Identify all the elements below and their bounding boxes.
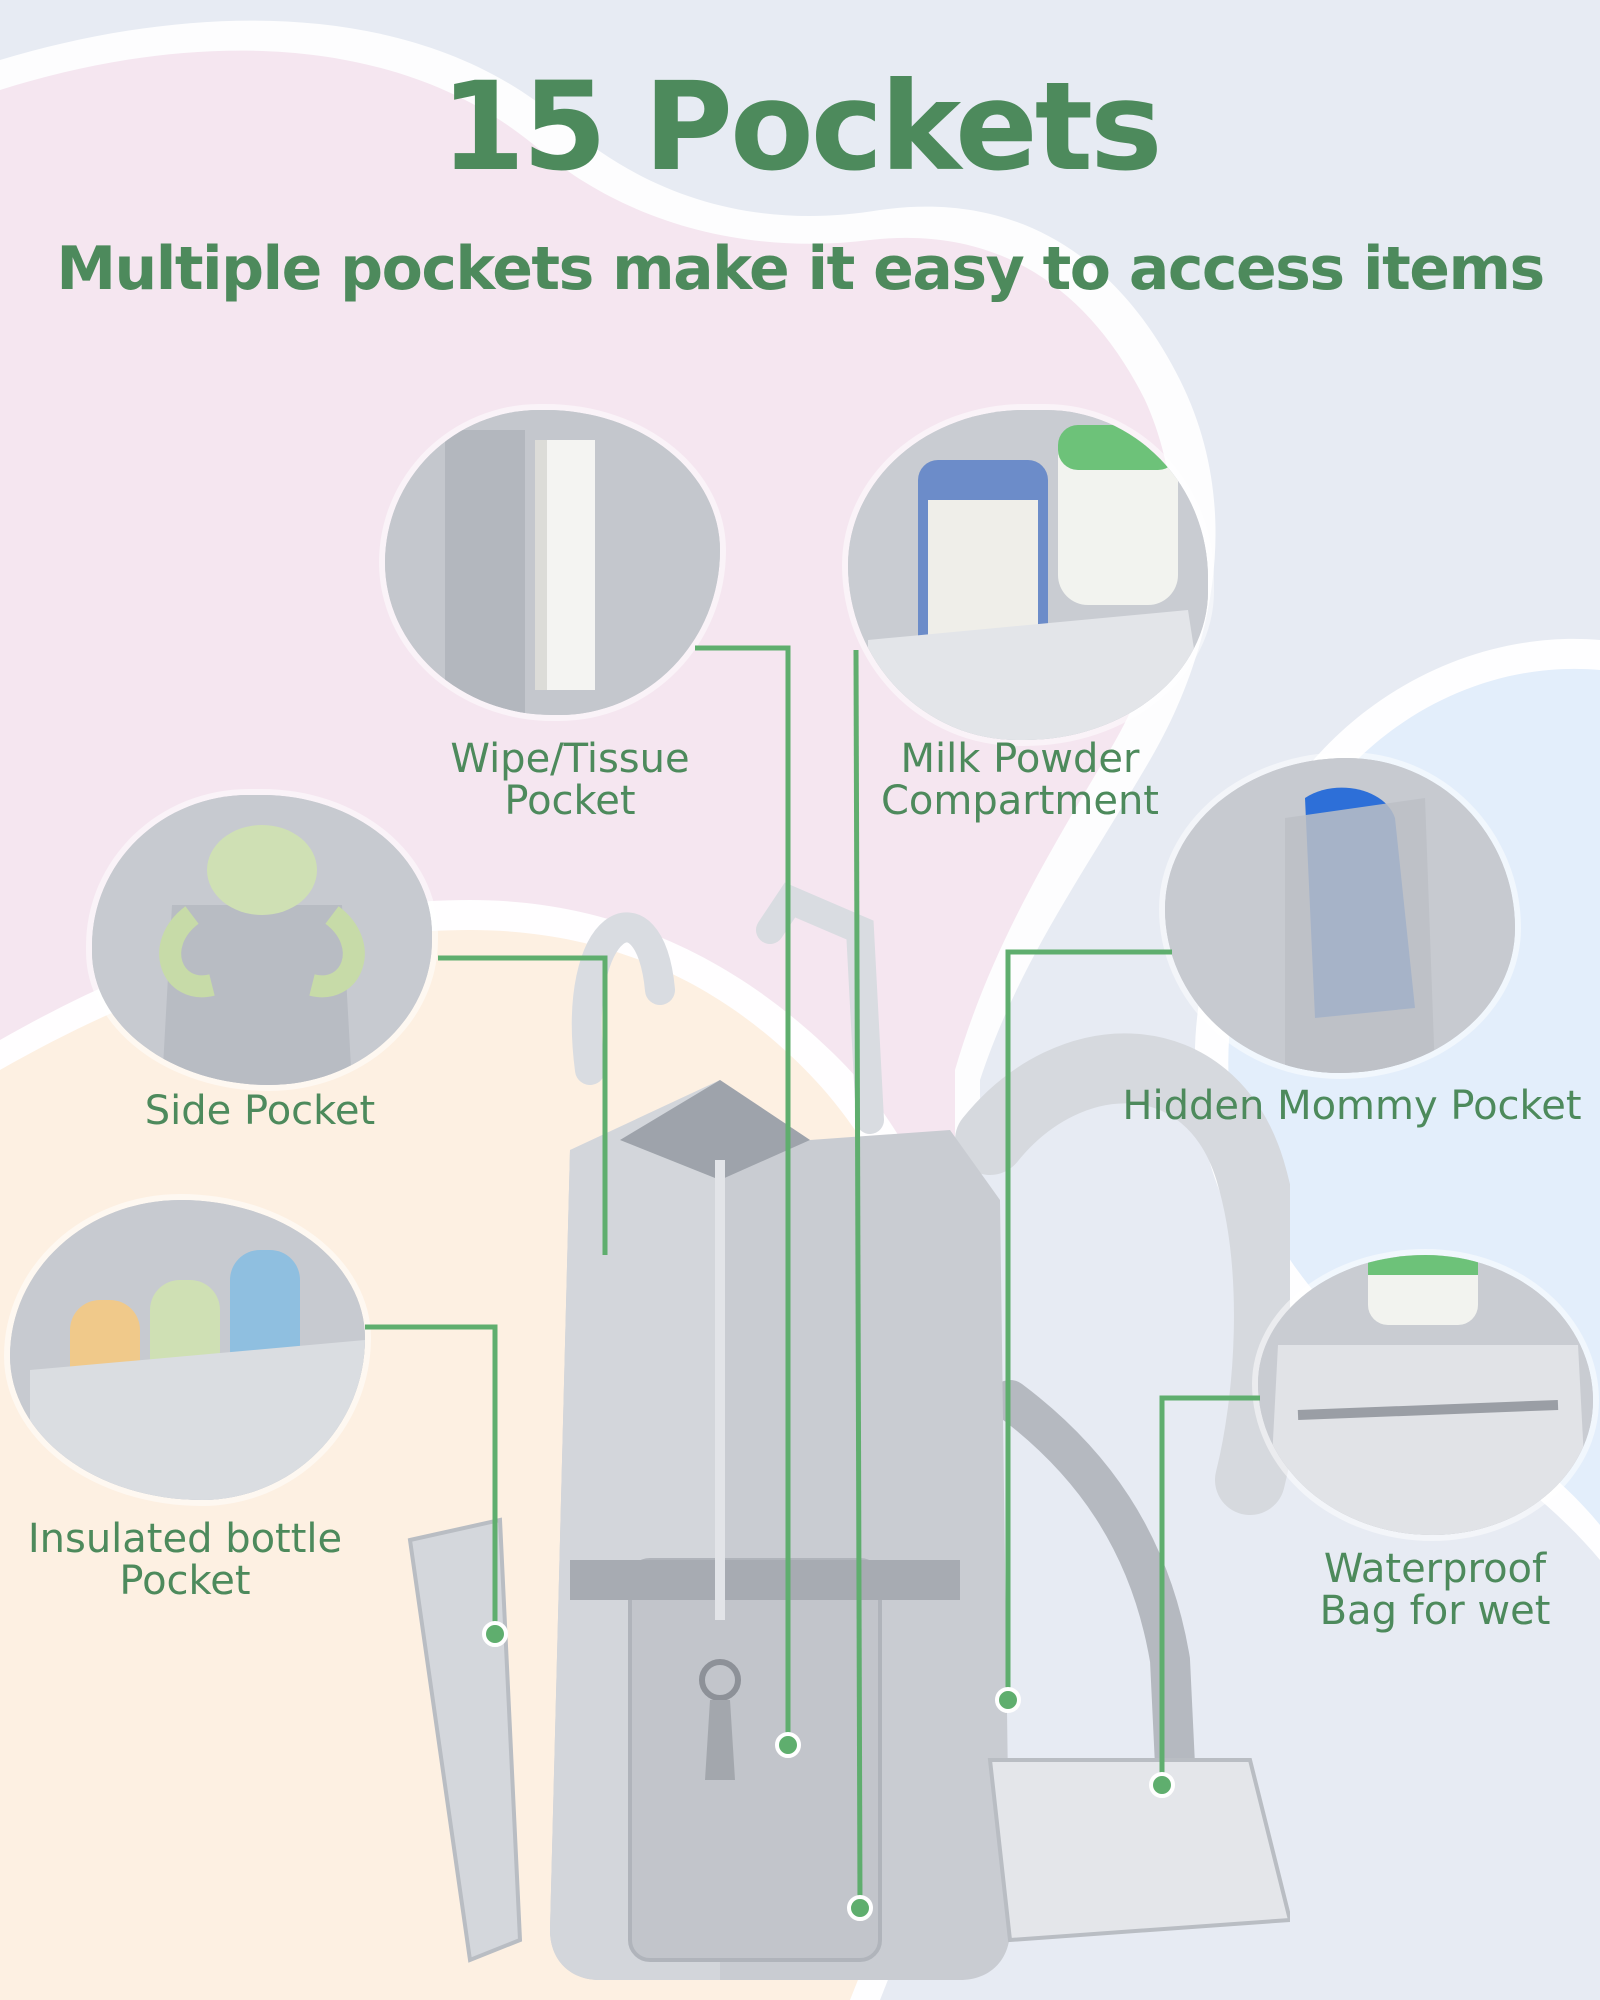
waterproof-bag-label: Waterproof Bag for wet (1319, 1546, 1551, 1634)
hidden-pocket-label: Hidden Mommy Pocket (1122, 1083, 1582, 1129)
wipe-pocket-photo (385, 410, 720, 715)
page-title: 15 Pockets (440, 56, 1162, 198)
bottle-pocket-photo (10, 1200, 365, 1500)
backpack-image (407, 882, 1290, 1980)
waterproof-bag-photo (1258, 1255, 1593, 1535)
bottle-pocket-label: Insulated bottle Pocket (27, 1516, 343, 1604)
milk-compartment-photo (848, 410, 1208, 740)
side-pocket-label: Side Pocket (144, 1088, 376, 1134)
milk-compartment-label: Milk Powder Compartment (880, 736, 1159, 824)
page-subtitle: Multiple pockets make it easy to access … (56, 234, 1545, 304)
wipe-pocket-label: Wipe/Tissue Pocket (450, 736, 690, 824)
hidden-pocket-photo (1165, 758, 1515, 1073)
side-pocket-photo (92, 795, 432, 1085)
